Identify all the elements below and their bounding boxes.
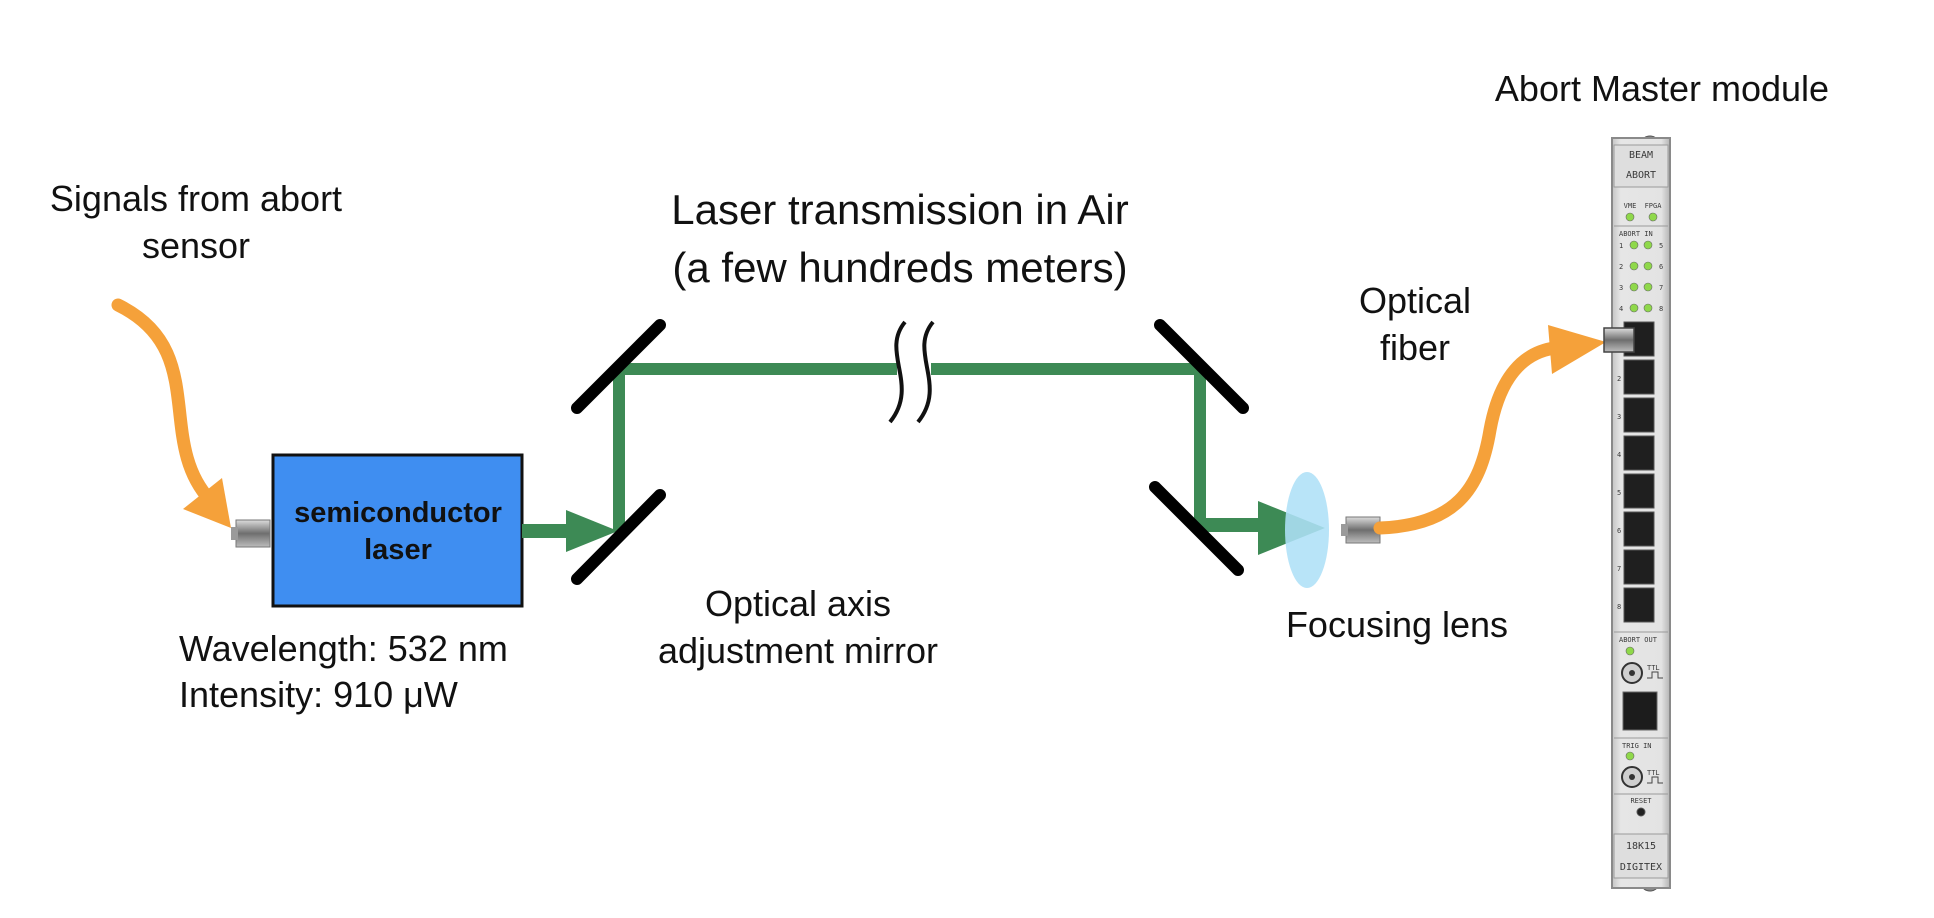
reset-button <box>1636 807 1646 817</box>
mirror-bottom-left <box>571 489 666 585</box>
distance-break-left <box>888 320 907 424</box>
module-top-label-line2: ABORT <box>1626 170 1656 181</box>
lens-label: Focusing lens <box>1286 604 1508 645</box>
abort-master-module: BEAM ABORT VME FPGA ABORT IN 1 2 3 4 5 6… <box>1603 135 1671 892</box>
intensity-label: Intensity: 910 μW <box>179 674 458 715</box>
abort-out-ttl-label: TTL <box>1647 664 1660 672</box>
port-number-3: 3 <box>1617 413 1621 421</box>
mirror-top-left <box>571 319 666 414</box>
signals-label-line2: sensor <box>142 225 250 266</box>
port-number-6: 6 <box>1617 527 1621 535</box>
module-title: Abort Master module <box>1495 68 1829 109</box>
optical-fiber <box>1373 341 1562 535</box>
mirror-top-right <box>1154 319 1249 414</box>
module-maker-label: DIGITEX <box>1620 862 1662 873</box>
port-number-2: 2 <box>1617 375 1621 383</box>
module-panel-top-band <box>1613 144 1669 188</box>
trig-in-label: TRIG IN <box>1622 742 1652 750</box>
transmission-label-line1: Laser transmission in Air <box>671 186 1129 233</box>
abort-in-num-6: 6 <box>1659 263 1663 271</box>
abort-in-num-3: 3 <box>1619 284 1623 292</box>
optical-port <box>1623 473 1655 509</box>
port-number-4: 4 <box>1617 451 1621 459</box>
signal-arrow-head <box>183 478 231 528</box>
module-top-label-line1: BEAM <box>1629 150 1653 161</box>
fiber-input-connector-tip <box>1341 524 1348 536</box>
abort-in-led <box>1629 240 1639 250</box>
abort-in-num-8: 8 <box>1659 305 1663 313</box>
abort-in-led <box>1643 303 1653 313</box>
mirror-bottom-right <box>1149 481 1244 576</box>
abort-in-num-4: 4 <box>1619 305 1623 313</box>
fiber-label-line1: Optical <box>1359 280 1471 321</box>
transmission-label-line2: (a few hundreds meters) <box>672 244 1127 291</box>
port-number-7: 7 <box>1617 565 1621 573</box>
semiconductor-laser-box <box>271 453 524 608</box>
optical-port <box>1623 397 1655 433</box>
abort-out-lemo-center <box>1629 670 1635 676</box>
laser-input-connector-tip <box>231 527 238 540</box>
abort-out-led <box>1625 646 1635 656</box>
laser-input-connector <box>235 519 271 548</box>
abort-in-num-7: 7 <box>1659 284 1663 292</box>
trig-in-ttl-label: TTL <box>1647 769 1660 777</box>
abort-out-label: ABORT OUT <box>1619 636 1658 644</box>
abort-in-num-2: 2 <box>1619 263 1623 271</box>
fpga-led <box>1648 212 1658 222</box>
distance-break-right <box>916 320 935 424</box>
signal-arrow <box>111 298 217 507</box>
trig-in-led <box>1625 751 1635 761</box>
module-display-window <box>1622 691 1658 731</box>
signals-label-line1: Signals from abort <box>50 178 342 219</box>
abort-in-led <box>1629 303 1639 313</box>
optical-fiber-arrow-head <box>1548 325 1606 374</box>
pulse-icon <box>1647 671 1663 679</box>
laser-label-line2: laser <box>364 534 432 566</box>
fpga-label: FPGA <box>1645 202 1663 210</box>
optical-port <box>1623 359 1655 395</box>
trig-in-lemo-center <box>1629 774 1635 780</box>
module-bottom-band <box>1613 833 1669 879</box>
abort-in-label: ABORT IN <box>1619 230 1653 238</box>
abort-in-num-5: 5 <box>1659 242 1663 250</box>
abort-in-led <box>1643 261 1653 271</box>
mirror-label-line1: Optical axis <box>705 583 891 624</box>
vme-led <box>1625 212 1635 222</box>
optical-port <box>1623 435 1655 471</box>
abort-in-led <box>1629 261 1639 271</box>
mirror-label-line2: adjustment mirror <box>658 630 938 671</box>
fiber-label-line2: fiber <box>1380 327 1450 368</box>
abort-in-led <box>1629 282 1639 292</box>
optical-port <box>1623 587 1655 623</box>
pulse-icon <box>1647 776 1663 784</box>
port-number-8: 8 <box>1617 603 1621 611</box>
focusing-lens <box>1285 472 1329 588</box>
module-model-label: 18K15 <box>1626 841 1656 852</box>
laser-label-line1: semiconductor <box>294 497 502 529</box>
port-1-fiber-connector <box>1603 327 1635 353</box>
optical-port <box>1623 511 1655 547</box>
beam-exit-arrow-head <box>566 510 618 552</box>
vme-label: VME <box>1624 202 1637 210</box>
abort-in-led <box>1643 282 1653 292</box>
abort-in-led <box>1643 240 1653 250</box>
wavelength-label: Wavelength: 532 nm <box>179 628 508 669</box>
abort-in-num-1: 1 <box>1619 242 1623 250</box>
optical-port <box>1623 549 1655 585</box>
reset-label: RESET <box>1630 797 1652 805</box>
port-number-5: 5 <box>1617 489 1621 497</box>
